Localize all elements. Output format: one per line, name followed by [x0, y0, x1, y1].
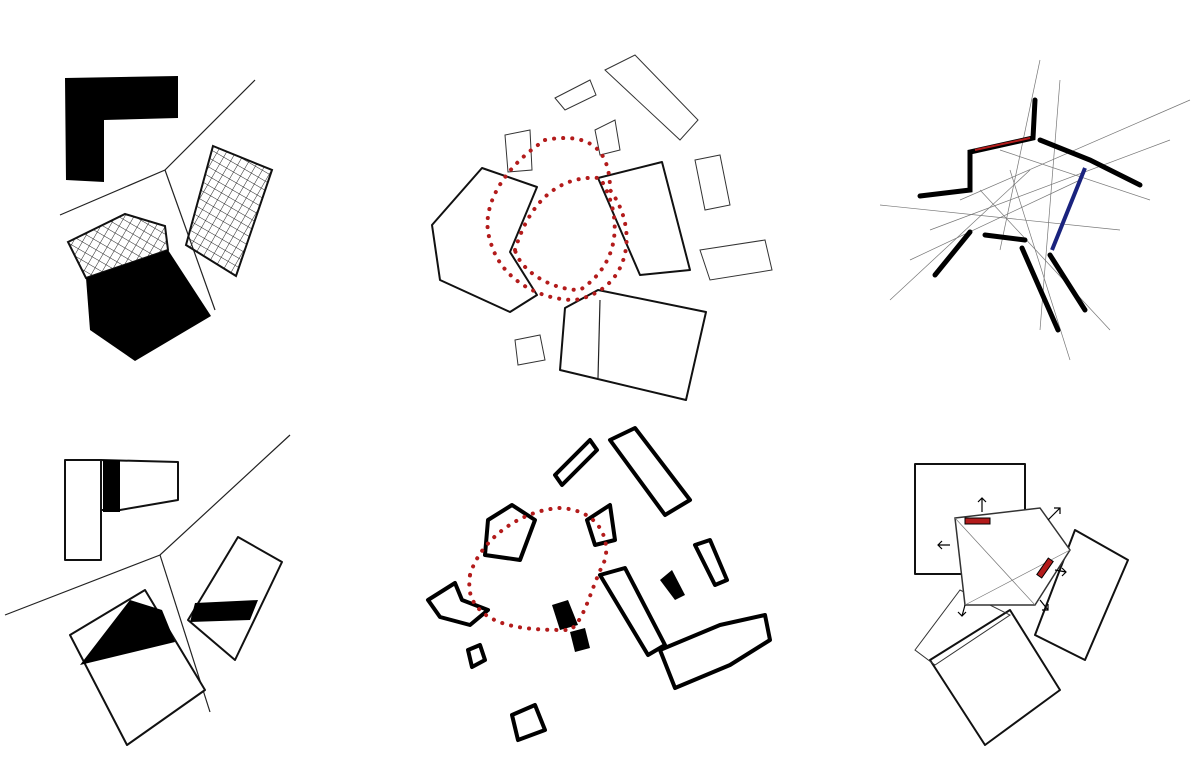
wall-line — [1037, 137, 1143, 188]
wall-line — [932, 229, 973, 278]
red-accent-line — [974, 137, 1031, 151]
arrow-icon — [1054, 567, 1067, 577]
arrow-icon — [957, 604, 967, 617]
panel-top-left — [59, 76, 274, 361]
building-outline — [64, 459, 102, 561]
panel-bottom-middle — [426, 426, 772, 742]
arrow-icons — [937, 497, 1067, 617]
building — [553, 438, 599, 487]
hatched-building — [184, 144, 274, 278]
building-outline — [594, 119, 621, 156]
building-outline — [504, 129, 533, 173]
building-outline — [100, 459, 179, 511]
black-building — [660, 570, 685, 600]
building — [658, 613, 772, 690]
panel-bottom-right — [914, 463, 1129, 746]
building — [510, 703, 547, 742]
central-pentagon — [954, 507, 1071, 606]
building-outline — [699, 239, 773, 281]
building-outline — [559, 289, 707, 401]
building-outline — [929, 609, 1061, 746]
building — [585, 503, 617, 547]
red-marker — [1036, 557, 1054, 579]
building — [466, 643, 487, 669]
red-dotted-route — [467, 505, 609, 633]
arrow-icon — [977, 497, 987, 512]
building-outline — [604, 54, 699, 141]
pencil-rays — [879, 59, 1191, 361]
wall-line — [917, 97, 1038, 199]
building-outline — [187, 536, 283, 661]
diagonal-line — [954, 517, 1036, 606]
black-band — [190, 600, 258, 622]
building-outline — [597, 161, 691, 276]
panel-top-middle — [431, 54, 773, 401]
building — [598, 566, 667, 657]
panel-bottom-left — [4, 434, 291, 746]
red-marker — [964, 517, 991, 525]
blue-accent-line — [1050, 167, 1087, 251]
building — [693, 538, 729, 587]
building-outline — [514, 334, 546, 366]
panel-top-right — [879, 59, 1191, 361]
black-wedge — [80, 600, 175, 665]
building-outline — [431, 167, 538, 313]
building — [608, 426, 692, 517]
wall-line — [1047, 252, 1088, 313]
black-building — [86, 250, 211, 361]
building-divider — [597, 299, 601, 379]
diagonal-line — [964, 549, 1071, 606]
l-shaped-building — [65, 76, 178, 182]
wall-line — [1019, 245, 1061, 333]
hatched-roof — [66, 212, 170, 280]
arrow-icon — [1047, 507, 1061, 521]
building-outline — [1034, 529, 1129, 661]
building-outline — [554, 79, 597, 111]
building-outline — [914, 589, 1011, 666]
arrow-icon — [937, 540, 950, 550]
black-building — [552, 600, 578, 630]
wall-line — [982, 232, 1028, 243]
black-strip — [103, 460, 120, 512]
building — [426, 581, 490, 627]
building-outline — [69, 589, 206, 746]
black-building — [570, 628, 590, 652]
arrow-icon — [1039, 599, 1049, 611]
red-dotted-route — [485, 136, 629, 303]
building — [483, 503, 537, 562]
building-outline — [694, 154, 731, 211]
